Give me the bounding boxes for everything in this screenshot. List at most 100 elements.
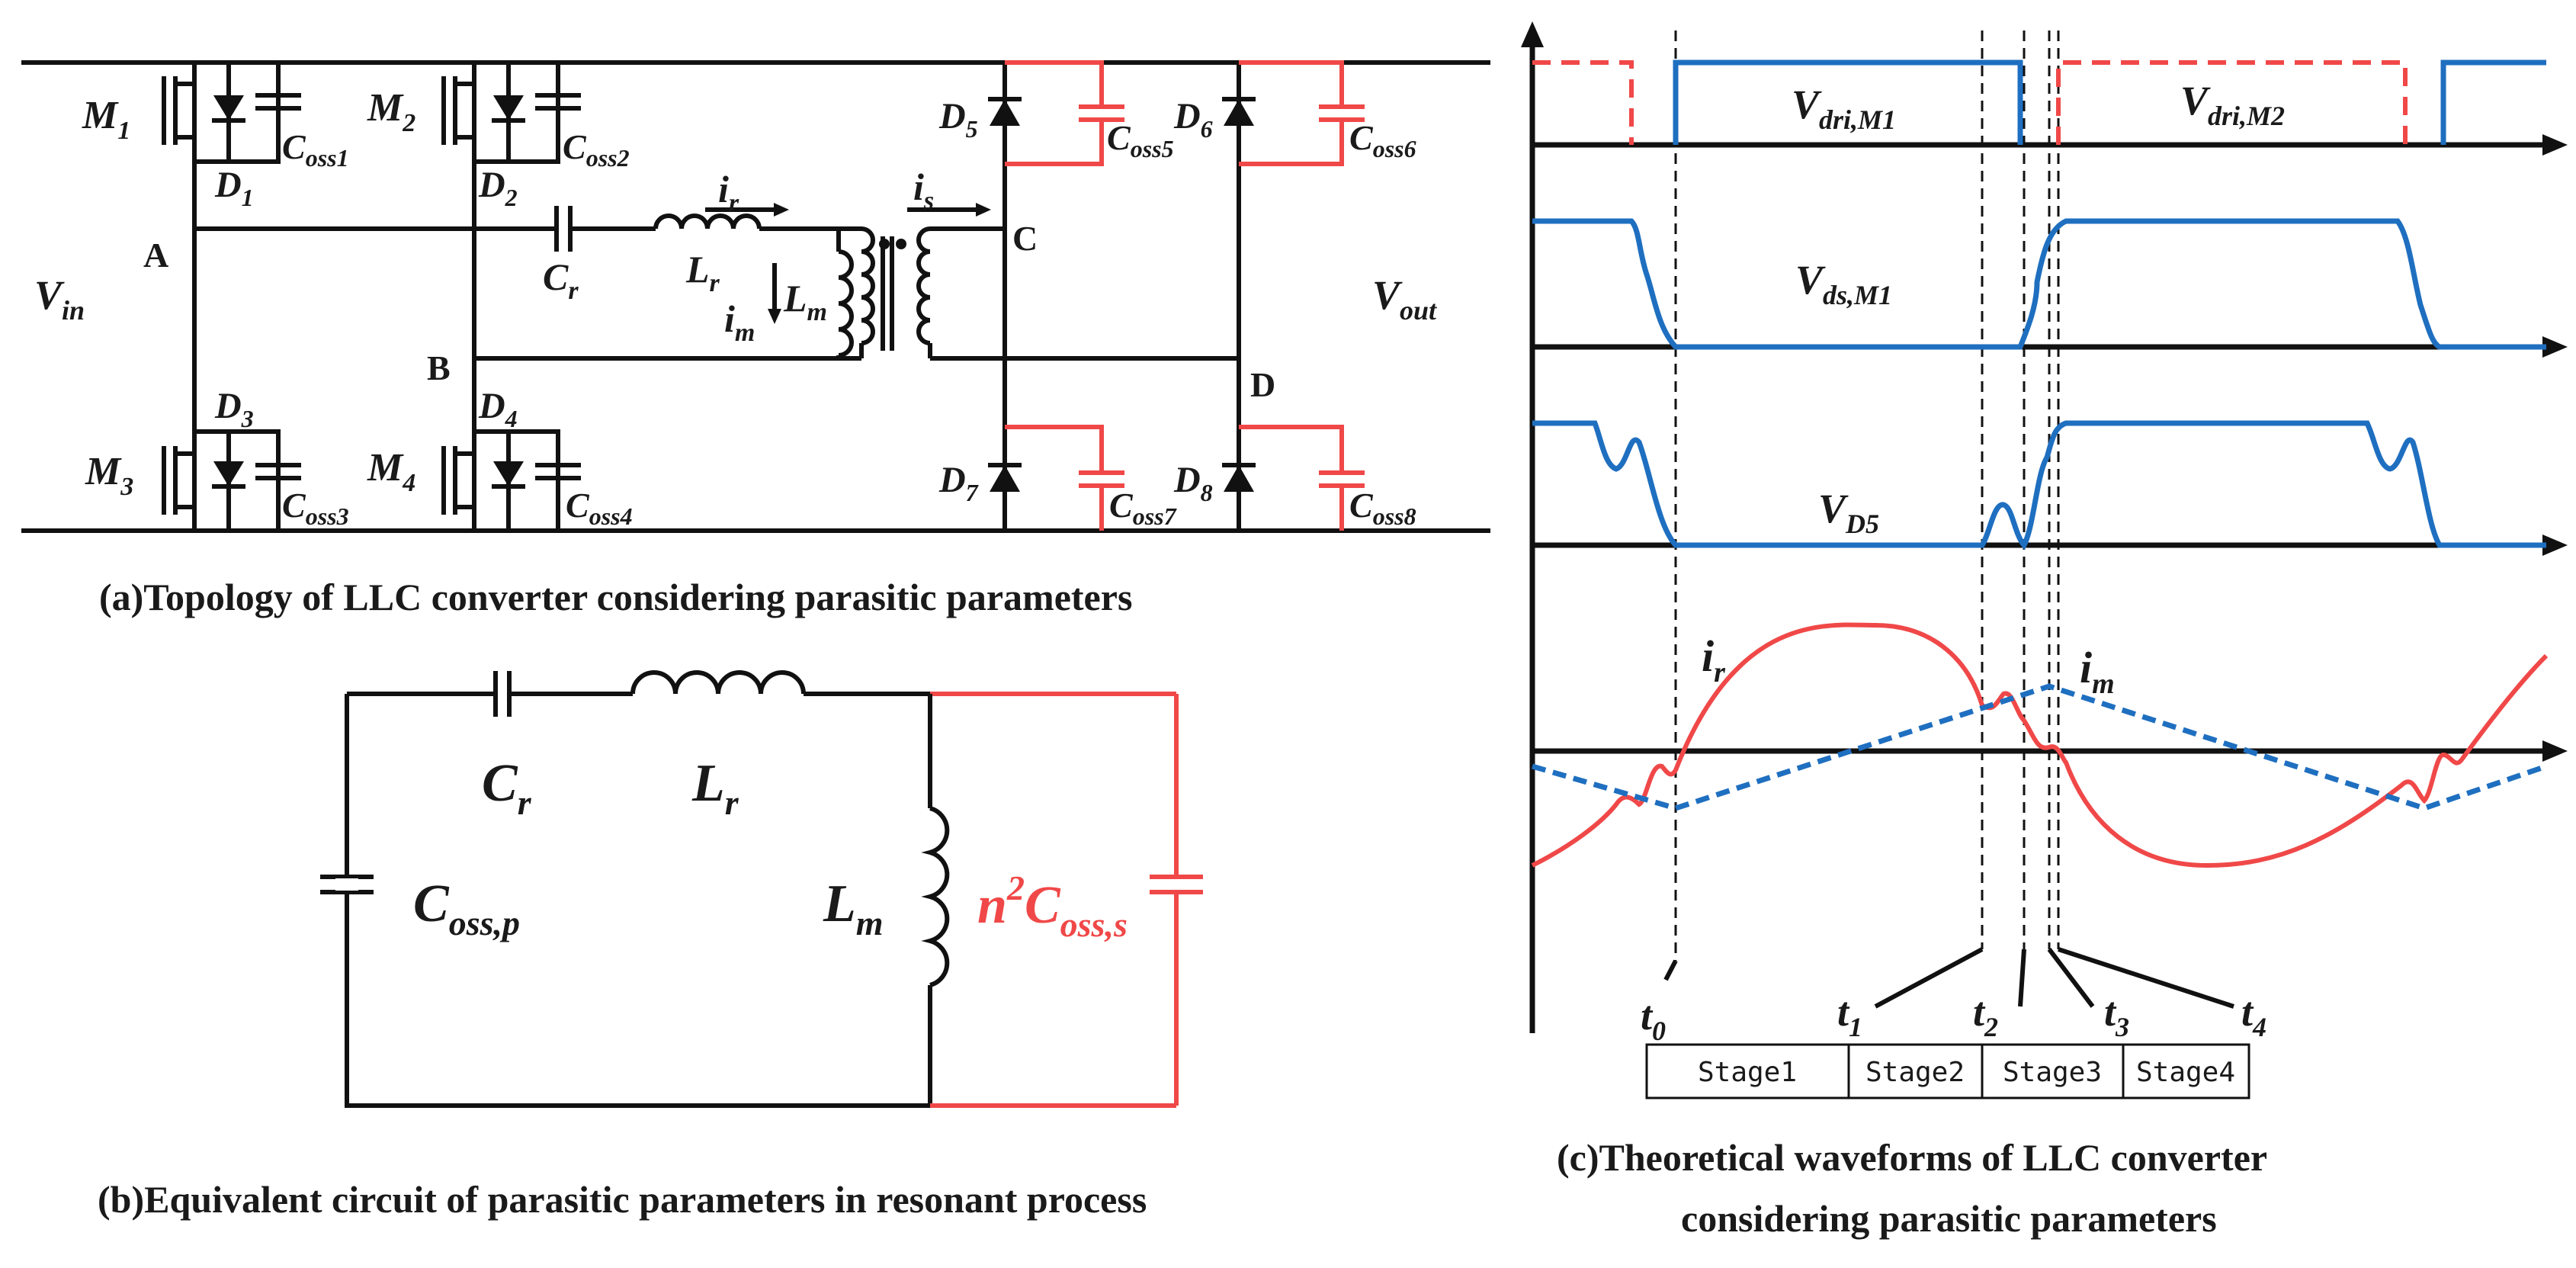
svg-text:Coss5: Coss5 [1107,118,1174,162]
switch-m4 [441,429,581,533]
label-coss1: C [282,127,306,166]
svg-text:D5: D5 [938,96,978,143]
wave-vdri-m2 [1532,60,1634,145]
svg-text:M3: M3 [85,450,133,501]
svg-text:Vds,M1: Vds,M1 [1795,257,1892,310]
svg-text:is: is [913,165,934,215]
diode-d6 [1222,60,1365,166]
switch-m2 [441,60,581,164]
svg-text:t2: t2 [1973,989,1998,1042]
svg-text:VD5: VD5 [1818,486,1879,539]
svg-text:M1: M1 [82,94,130,145]
eq-label-n2cosss: n [977,876,1007,935]
capacitor-cr [554,206,573,252]
label-coss4: C [566,486,590,525]
svg-text:Coss3: Coss3 [282,486,349,530]
svg-text:D6: D6 [1173,96,1213,143]
wave-vd5 [1532,420,2546,551]
caption-a: (a)Topology of LLC converter considering… [99,576,1132,618]
svg-text:Vdri,M1: Vdri,M1 [1792,82,1896,135]
svg-text:D8: D8 [1173,460,1213,506]
svg-text:Coss7: Coss7 [1109,486,1178,530]
svg-text:M4: M4 [367,446,415,497]
svg-text:Coss2: Coss2 [563,127,630,172]
node-a: A [143,236,168,274]
label-wave-ir: i [1702,631,1714,681]
label-vin: V [34,272,65,318]
label-vout: V [1372,272,1403,318]
label-lr: L [685,248,710,291]
label-vds-m1: V [1795,257,1826,303]
label-m4: M [367,446,404,490]
label-m3: M [85,450,122,493]
wave-ir [1531,622,2549,868]
wave-im [1532,683,2548,811]
wave-vds-m1 [1532,218,2546,350]
stage-3: Stage3 [2003,1057,2102,1088]
label-d2: D [478,165,505,205]
svg-text:M2: M2 [367,86,415,137]
svg-text:Coss4: Coss4 [566,486,633,530]
eq-label-lm: L [823,875,856,933]
label-coss6: C [1349,118,1374,157]
caption-c-line2: considering parasitic parameters [1681,1197,2217,1240]
label-coss7: C [1109,486,1134,525]
label-is: i [913,165,924,208]
svg-text:Cr: Cr [543,255,579,305]
label-d6: D [1173,96,1201,136]
label-m2: M [367,86,404,130]
label-t1: t [1837,989,1850,1035]
label-d7: D [938,460,966,500]
svg-text:D7: D7 [938,460,980,506]
svg-text:D1: D1 [214,165,254,211]
caption-b: (b)Equivalent circuit of parasitic param… [98,1178,1147,1221]
label-t2: t [1973,989,1986,1035]
diode-d7 [988,425,1124,531]
node-d: D [1250,365,1275,404]
stage-2: Stage2 [1865,1057,1965,1088]
label-d4: D [478,386,505,426]
stage-4: Stage4 [2136,1057,2235,1088]
label-coss5: C [1107,118,1131,157]
label-coss8: C [1349,486,1374,525]
svg-text:D3: D3 [214,386,254,432]
eq-label-lr: L [691,754,725,813]
waveform-diagram: Vdri,M1 Vdri,M2 Vds,M1 VD5 ir im t0 t1 t… [1521,21,2568,1240]
label-vdri-m2: V [2180,78,2211,124]
caption-c-line1: (c)Theoretical waveforms of LLC converte… [1557,1136,2267,1179]
svg-text:Vdri,M2: Vdri,M2 [2180,78,2285,131]
label-lm: L [783,277,807,319]
label-vdri-m1: V [1792,82,1822,127]
node-c: C [1012,219,1038,258]
label-vd5: V [1818,486,1849,531]
label-wave-im: i [2080,643,2092,692]
svg-text:Lr: Lr [685,248,720,297]
label-cr: C [543,255,569,298]
inductor-lr [653,213,762,230]
inductor-lm [838,249,854,358]
eq-label-cossp: C [413,875,450,933]
label-t0: t [1641,993,1654,1038]
diode-d5 [988,60,1124,166]
diode-d8 [1222,425,1365,531]
eq-label-cr: C [482,754,518,813]
switch-m3 [162,429,301,533]
svg-text:Vout: Vout [1372,272,1437,326]
svg-text:t0: t0 [1641,993,1666,1046]
label-ir: i [718,168,729,210]
label-d5: D [938,96,966,136]
svg-text:Coss6: Coss6 [1349,118,1416,162]
label-d8: D [1173,460,1201,500]
svg-text:t1: t1 [1837,989,1862,1042]
label-im: i [724,297,735,340]
node-b: B [427,348,451,387]
svg-text:D4: D4 [478,386,518,432]
svg-text:Lm: Lm [823,875,884,942]
topology-diagram: M1 M2 M3 M4 D1 D2 D3 D4 D5 D6 D7 D8 Coss… [21,60,1490,618]
svg-text:ir: ir [718,168,739,217]
label-coss3: C [282,486,306,525]
svg-text:Coss,p: Coss,p [413,875,520,942]
label-d3: D [214,386,242,426]
svg-text:Coss1: Coss1 [282,127,349,172]
